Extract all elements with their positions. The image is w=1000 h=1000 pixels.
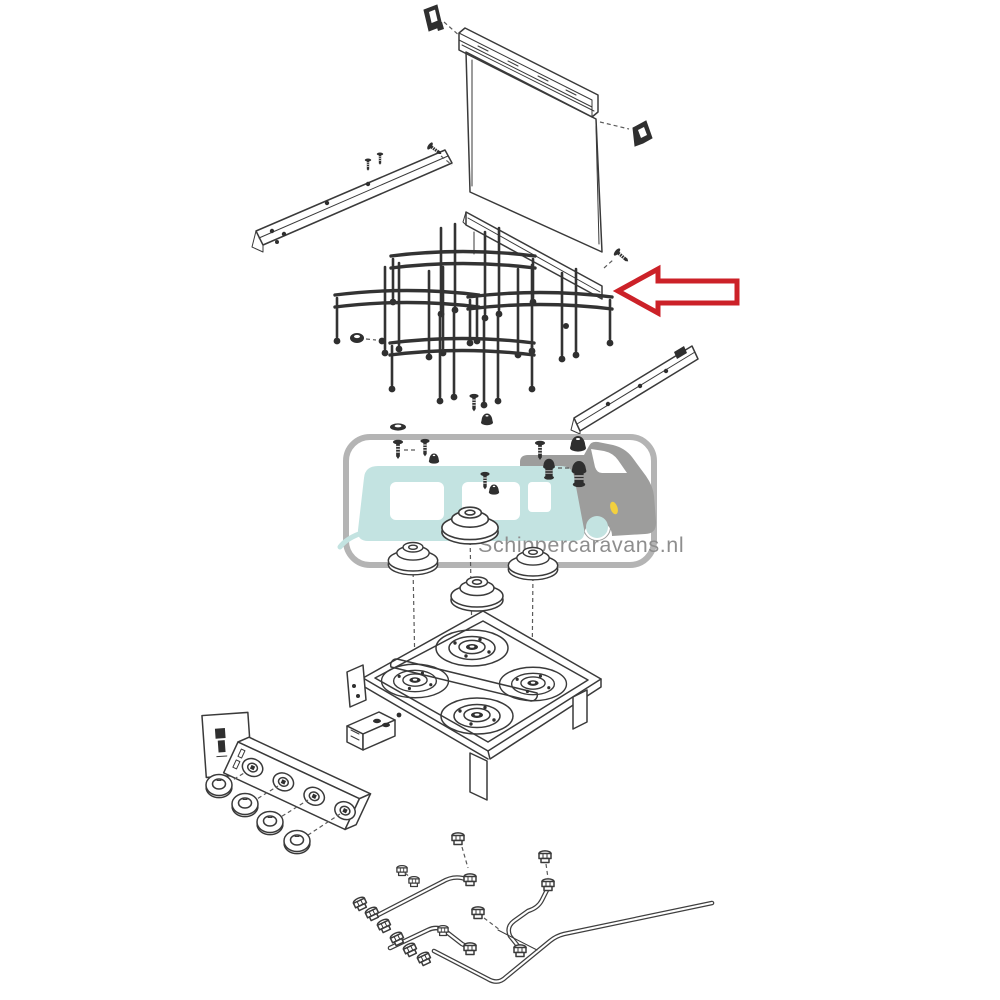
pan-support-grates — [331, 222, 616, 411]
loose-nut-icon — [471, 906, 485, 920]
screw-icon — [468, 393, 480, 412]
control-knob — [256, 810, 284, 836]
pipe-fitting-icon — [401, 941, 419, 959]
side-rail-right — [563, 323, 699, 435]
control-knob — [231, 792, 259, 818]
lid-glass-edge — [471, 59, 600, 245]
lid-assembly — [423, 4, 653, 253]
loose-nut-icon — [538, 850, 552, 864]
cooktop-panel — [346, 610, 602, 801]
caravan-window — [390, 482, 444, 520]
cooktop-leg — [572, 689, 588, 730]
pipe-union-icon — [463, 873, 477, 887]
cooktop-bracket — [346, 664, 367, 708]
pipe-union-icon — [513, 944, 527, 958]
pipe-fitting-icon — [351, 895, 369, 913]
burner-hardware — [390, 393, 587, 495]
strip-screw-icon — [612, 246, 632, 266]
burner-feed-pipe — [373, 875, 471, 919]
jet-icon — [481, 413, 493, 426]
spark-generator — [346, 711, 402, 751]
lid-trim-strip — [462, 211, 632, 300]
control-knob — [205, 773, 233, 799]
leader-dash — [599, 121, 630, 130]
rail-screw-icon — [376, 152, 384, 166]
lid-handle-rail — [458, 27, 599, 118]
pipe-fitting-icon — [363, 905, 381, 923]
pipe-fitting-icon — [415, 950, 433, 968]
caravan-window — [528, 482, 551, 512]
burner-feed-pipe — [506, 885, 551, 949]
fastener-dot — [378, 337, 386, 345]
loose-nut-icon — [451, 832, 465, 846]
part-indicator-arrow-icon — [612, 264, 740, 318]
rail-screw-icon — [364, 158, 372, 172]
watermark: Schippercaravans.nl — [337, 434, 684, 568]
gas-pipe-assembly — [351, 832, 715, 984]
hinge-bracket-right-icon — [632, 120, 653, 147]
pipe-fitting-icon — [375, 917, 393, 935]
leader-dash — [443, 21, 462, 38]
headlight-icon — [610, 501, 618, 515]
cooktop-leg — [469, 752, 488, 801]
pipe-union-icon — [463, 942, 477, 956]
pan-support-grate — [331, 261, 483, 363]
hinge-bracket-left-icon — [423, 4, 444, 32]
lid-glass-panel — [465, 51, 603, 253]
side-rail-left — [251, 141, 453, 253]
burner-cap — [450, 576, 504, 612]
control-panel — [205, 736, 372, 855]
watermark-text: Schippercaravans.nl — [478, 533, 684, 557]
caravan-icon — [337, 466, 585, 550]
pipe-union-icon — [541, 878, 555, 892]
pan-support-grate — [386, 309, 538, 411]
control-knob — [283, 829, 311, 855]
loose-nut-icon — [437, 925, 449, 937]
